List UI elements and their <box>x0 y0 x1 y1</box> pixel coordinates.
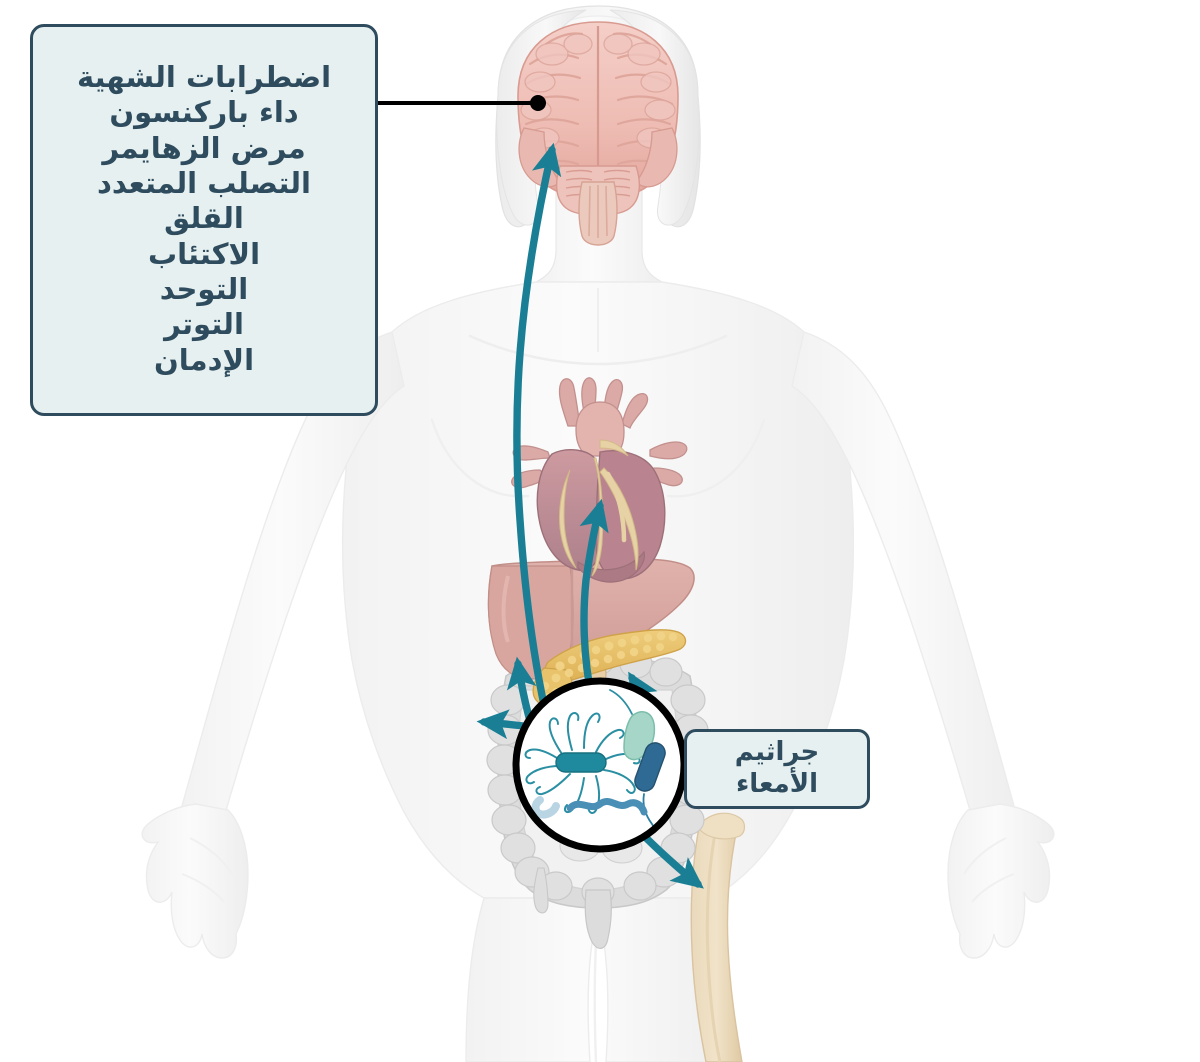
coronary-artery <box>605 471 627 543</box>
condition-addiction: الإدمان <box>154 342 255 377</box>
hand-right-shape <box>947 803 1055 959</box>
condition-autism: التوحد <box>159 272 249 307</box>
bacteria-group <box>524 689 666 836</box>
femoral-head <box>699 812 746 840</box>
condition-multiple-sclerosis: التصلب المتعدد <box>97 165 311 200</box>
condition-appetite-disorders: اضطرابات الشهية <box>76 59 332 94</box>
heart-organ <box>511 377 688 583</box>
gut-bacteria-magnifier <box>512 677 688 853</box>
femur-bone <box>690 812 746 1062</box>
brain-callout-leader <box>378 95 546 111</box>
leader-endpoint-dot <box>530 95 546 111</box>
temporal-lobe-right <box>635 127 678 188</box>
pale-curved-bacterium <box>531 796 560 819</box>
spirochete-bacterium <box>566 798 648 816</box>
condition-stress: التوتر <box>164 307 244 342</box>
gut-bacteria-label-line-1: جراثيم <box>734 737 820 768</box>
flagellated-rod-bacterium <box>524 712 641 814</box>
brain-conditions-callout[interactable]: اضطرابات الشهية داء باركنسون مرض الزهايم… <box>30 24 378 416</box>
condition-alzheimers: مرض الزهايمر <box>102 130 306 165</box>
breast-contour-left <box>430 418 530 498</box>
condition-depression: الاكتئاب <box>147 236 261 271</box>
breast-contour-right <box>666 418 766 498</box>
clavicle-lines <box>468 334 728 366</box>
arrow-gut-to-heart <box>579 498 609 704</box>
gut-bacteria-label-line-2: الأمعاء <box>735 769 819 799</box>
hand-left-shape <box>141 803 249 959</box>
condition-parkinsons: داء باركنسون <box>109 95 299 130</box>
gut-bacteria-callout[interactable]: جراثيم الأمعاء <box>684 729 870 809</box>
tailed-rod-bacterium <box>634 742 666 836</box>
condition-anxiety: القلق <box>164 201 244 236</box>
appendix <box>533 867 549 914</box>
rectum <box>584 889 612 949</box>
